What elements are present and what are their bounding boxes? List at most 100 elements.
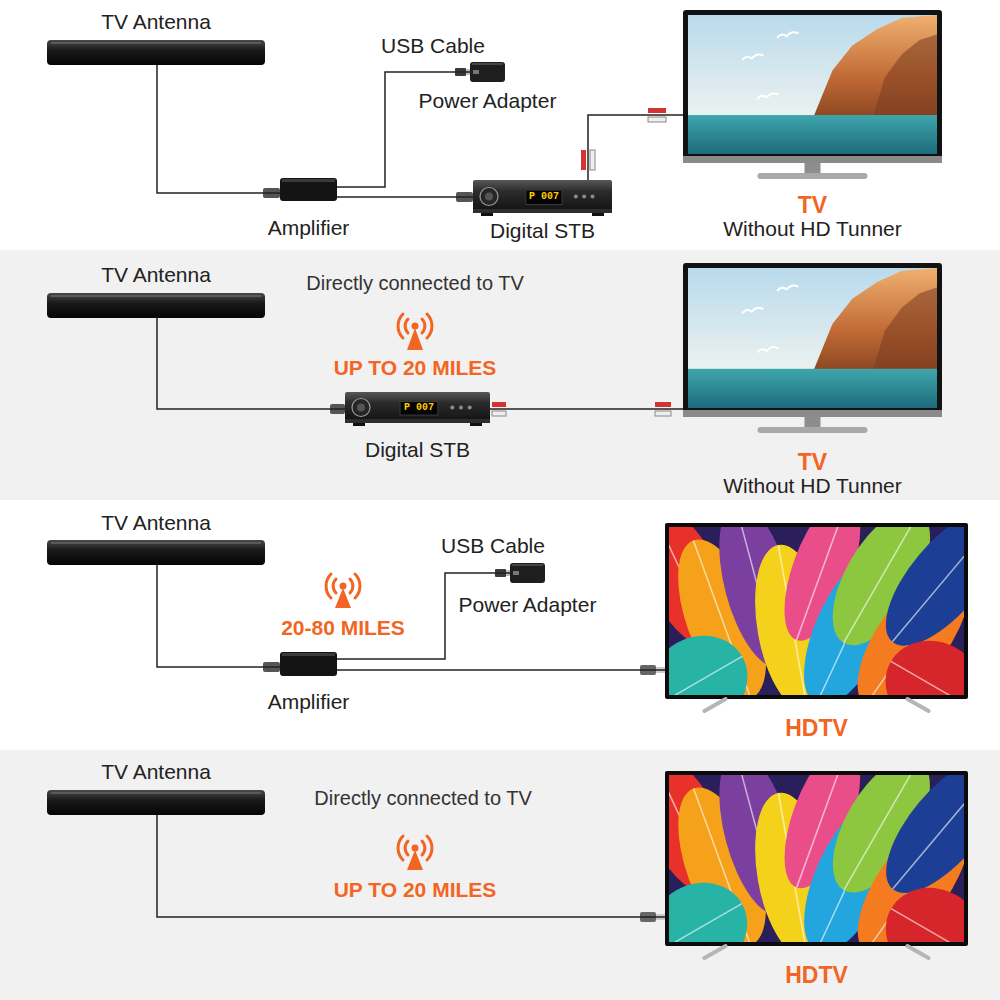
tv-bezel bbox=[683, 410, 942, 417]
rca-plug bbox=[492, 411, 506, 416]
device-caption: TV Antenna bbox=[101, 263, 211, 287]
screen-feather bbox=[633, 865, 764, 992]
cable-connector bbox=[588, 115, 683, 180]
amplifier-device: Amplifier bbox=[280, 178, 337, 201]
antenna-highlight bbox=[51, 295, 261, 297]
screen-cliff-shade bbox=[872, 288, 937, 373]
signal-arc bbox=[355, 574, 360, 598]
antenna-device: TV Antenna bbox=[47, 40, 265, 65]
device-label: TV Antenna bbox=[101, 263, 211, 287]
antenna-bar bbox=[47, 40, 265, 65]
antenna-bar bbox=[47, 790, 265, 815]
stb-body bbox=[345, 392, 490, 423]
screen-bird bbox=[743, 308, 763, 313]
antenna-device: TV Antenna bbox=[47, 293, 265, 318]
device-caption: TVWithout HD Tunner bbox=[723, 193, 902, 241]
tv-screen bbox=[620, 488, 1000, 750]
signal-arc bbox=[398, 314, 403, 338]
device-drawing bbox=[665, 771, 968, 960]
device-label: Digital STB bbox=[365, 438, 470, 462]
tv-foot bbox=[907, 699, 928, 711]
hdtv-device: HDTV bbox=[665, 523, 968, 713]
rca-plug bbox=[492, 402, 506, 407]
stb-knob bbox=[352, 399, 370, 417]
tv-screen bbox=[688, 15, 937, 154]
device-caption: Digital STB bbox=[490, 219, 595, 243]
device-caption: TV Antenna bbox=[101, 511, 211, 535]
stb-display bbox=[400, 402, 438, 416]
device-drawing bbox=[280, 652, 337, 676]
stb-knob bbox=[480, 188, 498, 206]
tv-type-label: HDTV bbox=[785, 716, 848, 740]
adapter-body bbox=[510, 563, 545, 583]
tv-screen bbox=[688, 268, 937, 408]
screen-bird bbox=[778, 32, 798, 37]
cable-connector bbox=[337, 196, 473, 198]
antenna-bar bbox=[47, 540, 265, 565]
feather-spine bbox=[655, 904, 742, 954]
adapter-port bbox=[473, 70, 479, 74]
device-label: Without HD Tunner bbox=[723, 474, 902, 498]
device-drawing bbox=[665, 523, 968, 713]
device-drawing bbox=[510, 563, 545, 583]
device-label: Amplifier bbox=[268, 216, 350, 240]
stb-foot bbox=[592, 213, 604, 216]
screen-water bbox=[688, 369, 937, 408]
screen-feather bbox=[869, 870, 1000, 997]
stb-body bbox=[473, 180, 612, 213]
device-drawing bbox=[683, 10, 942, 187]
cable-connector bbox=[157, 65, 280, 193]
device-drawing bbox=[280, 178, 337, 201]
amplifier-highlight bbox=[282, 653, 335, 656]
tv-stand-neck bbox=[805, 163, 821, 173]
screen-bird bbox=[743, 54, 763, 59]
device-caption: Amplifier bbox=[268, 690, 350, 714]
antenna-bar bbox=[47, 293, 265, 318]
signal-arc bbox=[422, 319, 425, 333]
rca-plug bbox=[648, 108, 666, 113]
screen-sky bbox=[688, 268, 937, 408]
cable-connector bbox=[337, 669, 665, 671]
screen-feather bbox=[866, 738, 1000, 911]
screen-water bbox=[688, 115, 937, 154]
device-label: Power Adapter bbox=[459, 593, 597, 617]
device-label: Amplifier bbox=[268, 690, 350, 714]
stb-foot bbox=[481, 213, 493, 216]
amplifier-device: Amplifier bbox=[280, 652, 337, 676]
tv-foot bbox=[907, 946, 928, 958]
antenna-device: TV Antenna bbox=[47, 540, 265, 565]
signal-arc bbox=[427, 836, 432, 860]
device-caption: TV Antenna bbox=[101, 10, 211, 34]
stb-display-text: P 007 bbox=[529, 191, 559, 203]
antenna-highlight bbox=[51, 792, 261, 794]
antenna-highlight bbox=[51, 542, 261, 544]
stb-display-text: P 007 bbox=[404, 402, 434, 414]
screen-feather bbox=[869, 623, 1000, 750]
stb-button bbox=[459, 406, 463, 410]
connection-note: Directly connected to TV bbox=[314, 786, 532, 810]
tv-stand-base bbox=[758, 173, 868, 179]
signal-cone bbox=[335, 588, 351, 608]
rca-plug bbox=[590, 150, 595, 170]
device-label: Digital STB bbox=[490, 219, 595, 243]
tv-foot bbox=[704, 946, 725, 958]
signal-arc bbox=[333, 579, 336, 593]
power-adapter-device: Power Adapter bbox=[470, 62, 505, 82]
signal-cone bbox=[407, 850, 423, 870]
amplifier-body bbox=[280, 652, 337, 676]
signal-cone bbox=[407, 328, 423, 350]
tv-type-label: TV bbox=[723, 450, 902, 474]
signal-arc bbox=[427, 314, 432, 338]
screen-cliff bbox=[813, 268, 938, 373]
screen-sky bbox=[688, 15, 937, 154]
power-adapter-device: Power Adapter bbox=[510, 563, 545, 583]
cable-label: USB Cable bbox=[378, 34, 488, 58]
adapter-highlight bbox=[512, 564, 543, 566]
device-label: Without HD Tunner bbox=[723, 217, 902, 241]
antenna-device: TV Antenna bbox=[47, 790, 265, 815]
stb-button bbox=[591, 195, 595, 199]
hdtv-device: HDTV bbox=[665, 771, 968, 960]
screen-cliff-shade bbox=[872, 35, 937, 120]
tv-device: TVWithout HD Tunner bbox=[683, 10, 942, 187]
stb-display bbox=[526, 190, 562, 204]
